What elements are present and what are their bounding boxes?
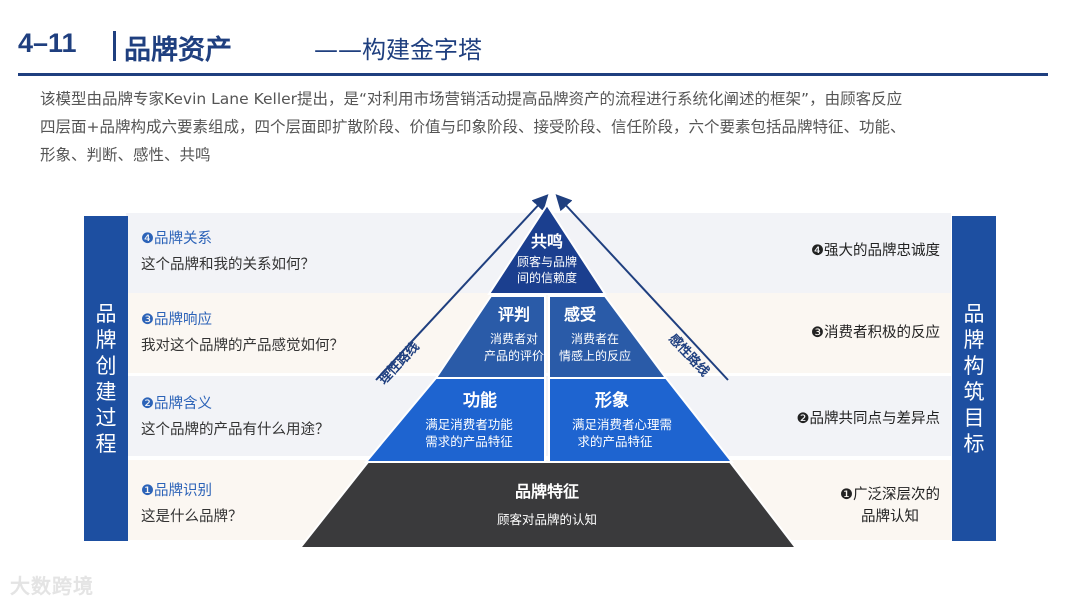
rational-route-label: 理性路线 bbox=[375, 339, 422, 388]
function-desc: 需求的产品特征 bbox=[425, 434, 513, 449]
step-title: ❶品牌识别 bbox=[141, 483, 212, 499]
description-line: 该模型由品牌专家Kevin Lane Keller提出，是“对利用市场营销活动提… bbox=[40, 90, 903, 108]
left-step-meaning: ❷品牌含义 这个品牌的产品有什么用途？ bbox=[141, 391, 330, 443]
goal-text: ❷品牌共同点与差异点 bbox=[796, 411, 941, 427]
watermark-logo: 大数跨境 bbox=[10, 574, 94, 598]
step-title: ❹品牌关系 bbox=[141, 231, 212, 247]
right-step-loyalty: ❹强大的品牌忠诚度 bbox=[811, 240, 940, 262]
pyramid-feeling-block bbox=[548, 295, 668, 379]
header-rule bbox=[18, 73, 1048, 76]
title-separator bbox=[113, 31, 116, 61]
step-question: 我对这个品牌的产品感觉如何？ bbox=[141, 338, 344, 354]
judgement-desc: 消费者对 bbox=[490, 332, 538, 346]
right-step-difference: ❷品牌共同点与差异点 bbox=[797, 408, 941, 430]
goal-text: 品牌认知 bbox=[861, 509, 919, 525]
resonance-desc: 顾客与品牌 bbox=[517, 254, 577, 269]
right-step-reaction: ❸消费者积极的反应 bbox=[811, 322, 940, 344]
step-question: 这是什么品牌？ bbox=[141, 509, 243, 525]
function-title: 功能 bbox=[463, 390, 497, 411]
image-desc: 求的产品特征 bbox=[577, 434, 653, 449]
goal-text: ❹强大的品牌忠诚度 bbox=[811, 243, 940, 259]
brand-salience-desc: 顾客对品牌的认知 bbox=[497, 512, 597, 527]
pyramid-base-brand-salience bbox=[297, 461, 799, 549]
step-question: 这个品牌的产品有什么用途？ bbox=[141, 422, 330, 438]
page-subtitle: ——构建金字塔 bbox=[314, 36, 482, 64]
goal-text: ❸消费者积极的反应 bbox=[811, 325, 940, 341]
left-step-relationship: ❹品牌关系 这个品牌和我的关系如何？ bbox=[141, 226, 315, 278]
step-title: ❸品牌响应 bbox=[141, 312, 212, 328]
resonance-desc: 间的信赖度 bbox=[517, 270, 577, 285]
description: 该模型由品牌专家Kevin Lane Keller提出，是“对利用市场营销活动提… bbox=[40, 85, 1050, 169]
emotional-route-arrow bbox=[555, 194, 729, 381]
pyramid-judgement-block bbox=[434, 295, 546, 379]
feeling-desc: 消费者在 bbox=[571, 332, 619, 346]
right-bar-label: 品牌构筑目标 bbox=[963, 301, 985, 456]
step-title: ❷品牌含义 bbox=[141, 396, 212, 412]
rational-route-arrow bbox=[375, 194, 549, 381]
description-line: 四层面+品牌构成六要素组成，四个层面即扩散阶段、价值与印象阶段、接受阶段、信任阶… bbox=[40, 118, 906, 136]
judgement-desc: 产品的评价 bbox=[484, 348, 544, 363]
resonance-title: 共鸣 bbox=[531, 232, 563, 251]
goal-text: ❶广泛深层次的 bbox=[840, 487, 940, 503]
feeling-title: 感受 bbox=[564, 305, 596, 324]
left-process-bar: 品牌创建过程 bbox=[84, 216, 128, 541]
function-desc: 满足消费者功能 bbox=[425, 417, 513, 432]
left-step-identity: ❶品牌识别 这是什么品牌？ bbox=[141, 478, 243, 530]
judgement-title: 评判 bbox=[498, 305, 530, 324]
left-bar-label: 品牌创建过程 bbox=[95, 301, 117, 456]
right-goal-bar: 品牌构筑目标 bbox=[952, 216, 996, 541]
right-step-awareness: ❶广泛深层次的 品牌认知 bbox=[840, 484, 940, 528]
description-line: 形象、判断、感性、共鸣 bbox=[40, 146, 211, 164]
section-number: 4–11 bbox=[18, 28, 77, 58]
image-desc: 满足消费者心理需 bbox=[572, 417, 672, 432]
image-title: 形象 bbox=[595, 390, 629, 411]
step-question: 这个品牌和我的关系如何？ bbox=[141, 257, 315, 273]
slide-header: 4–11 品牌资产 ——构建金字塔 bbox=[18, 22, 1058, 72]
feeling-desc: 情感上的反应 bbox=[559, 348, 631, 363]
left-step-response: ❸品牌响应 我对这个品牌的产品感觉如何？ bbox=[141, 307, 344, 359]
page-title: 品牌资产 bbox=[124, 35, 232, 66]
brand-salience-title: 品牌特征 bbox=[515, 482, 579, 501]
pyramid-resonance-block bbox=[487, 203, 607, 295]
